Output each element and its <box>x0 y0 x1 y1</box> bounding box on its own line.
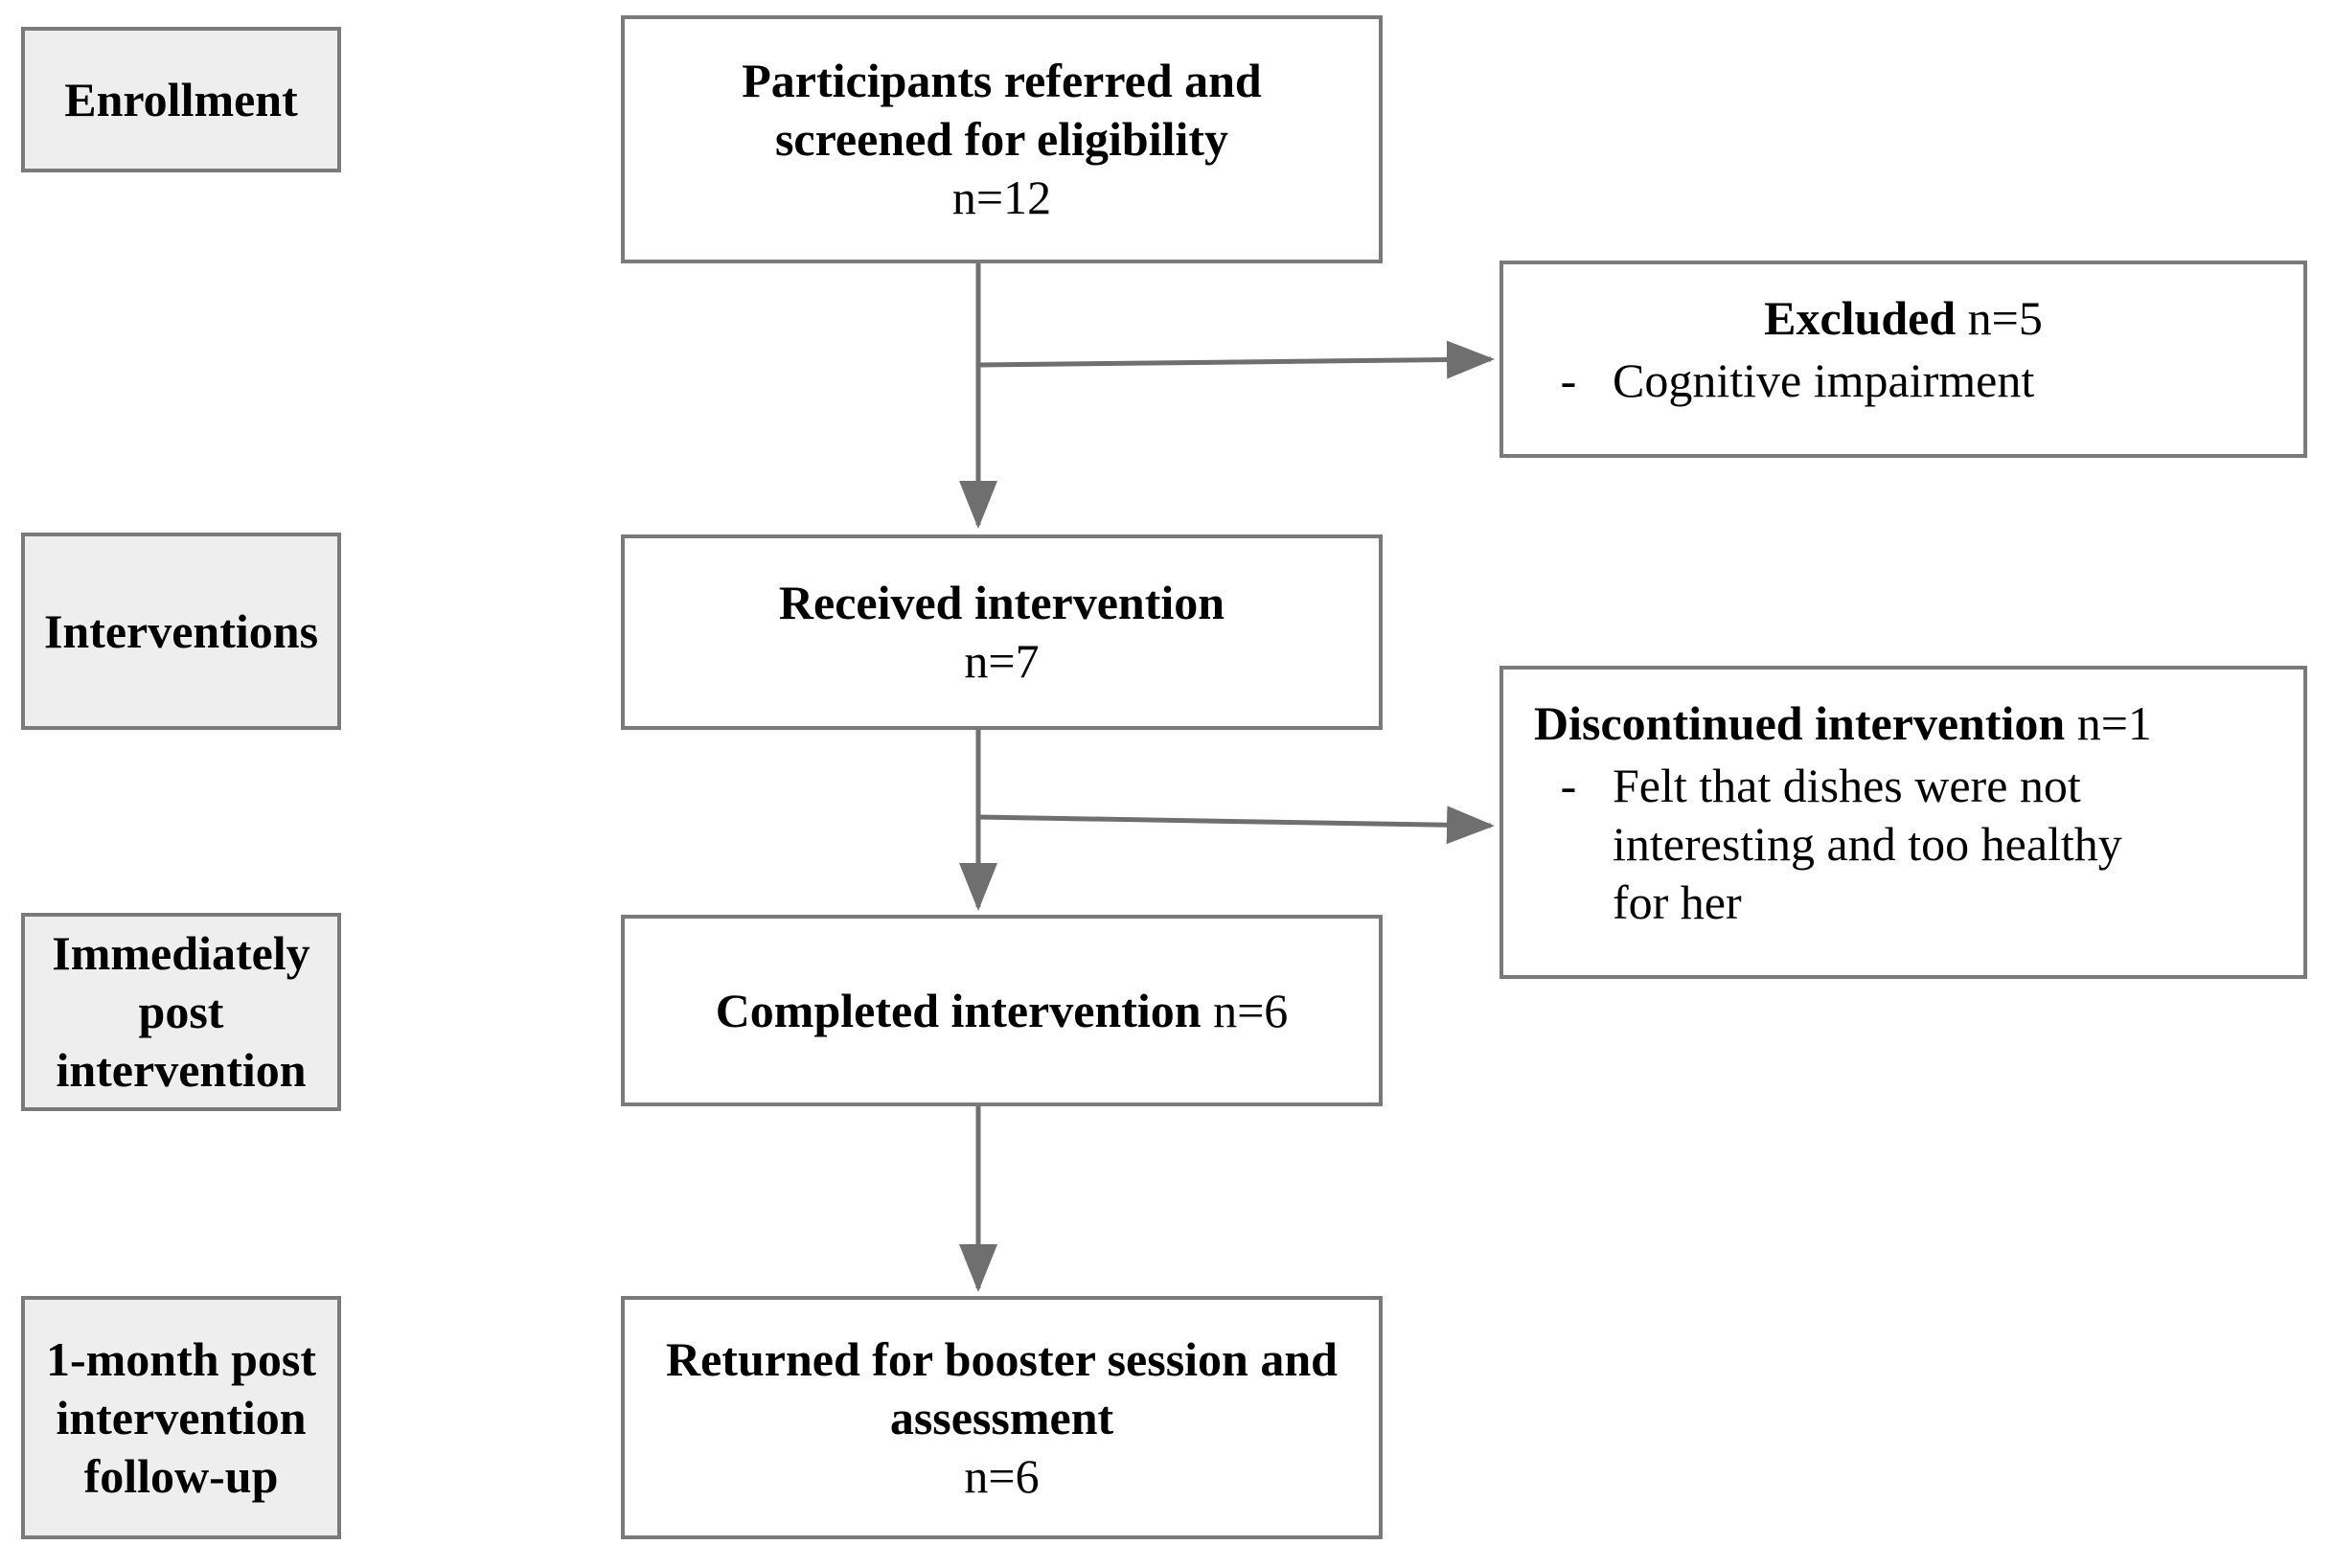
stage-label-enrollment-text: Enrollment <box>64 72 298 126</box>
node-received: Received intervention n=7 <box>621 534 1383 730</box>
node-completed-label: Completed intervention n=6 <box>716 982 1289 1040</box>
node-discontinued-heading: Discontinued intervention n=1 <box>1524 694 2292 753</box>
node-completed: Completed intervention n=6 <box>621 915 1383 1106</box>
node-screened-count: n=12 <box>951 170 1052 224</box>
node-discontinued-heading-count: n=1 <box>2076 696 2152 750</box>
node-excluded-bullet: - Cognitive impairment <box>1524 352 2282 410</box>
stage-label-enrollment: Enrollment <box>21 27 341 172</box>
node-received-title: Received intervention <box>778 576 1225 629</box>
node-screened-title: Participants referred and screened for e… <box>742 54 1262 166</box>
node-booster-title: Returned for booster session and assessm… <box>666 1331 1338 1444</box>
stage-label-interventions: Interventions <box>21 533 341 730</box>
node-screened: Participants referred and screened for e… <box>621 15 1383 263</box>
node-discontinued-bullet: - Felt that dishes were not interesting … <box>1524 757 2282 932</box>
stage-label-immediately-post-text: Immediately post intervention <box>52 926 310 1097</box>
node-discontinued-bullet-text: Felt that dishes were not interesting an… <box>1613 759 2122 929</box>
stage-label-interventions-text: Interventions <box>43 603 319 658</box>
node-excluded-heading: Excluded n=5 <box>1524 289 2282 348</box>
node-completed-title: Completed intervention <box>715 983 1202 1037</box>
node-discontinued-heading-bold: Discontinued intervention <box>1534 696 2066 750</box>
node-booster-count: n=6 <box>964 1448 1040 1503</box>
arrow-screened-to-excluded <box>977 340 1495 379</box>
bullet-dash-icon: - <box>1560 353 1577 407</box>
node-excluded-bullet-text: Cognitive impairment <box>1613 353 2035 407</box>
stage-label-one-month-post-text: 1-month post intervention follow-up <box>46 1331 316 1503</box>
node-excluded-heading-count: n=5 <box>1967 291 2043 345</box>
node-booster: Returned for booster session and assessm… <box>621 1296 1383 1539</box>
node-excluded: Excluded n=5 - Cognitive impairment <box>1499 261 2307 458</box>
arrow-received-to-discontinued <box>977 806 1495 845</box>
stage-label-one-month-post: 1-month post intervention follow-up <box>21 1296 341 1539</box>
node-excluded-heading-bold: Excluded <box>1764 291 1957 345</box>
stage-label-immediately-post: Immediately post intervention <box>21 913 341 1111</box>
node-completed-count: n=6 <box>1213 983 1289 1037</box>
bullet-dash-icon: - <box>1560 759 1577 812</box>
node-discontinued: Discontinued intervention n=1 - Felt tha… <box>1499 666 2307 979</box>
node-received-count: n=7 <box>964 634 1040 688</box>
